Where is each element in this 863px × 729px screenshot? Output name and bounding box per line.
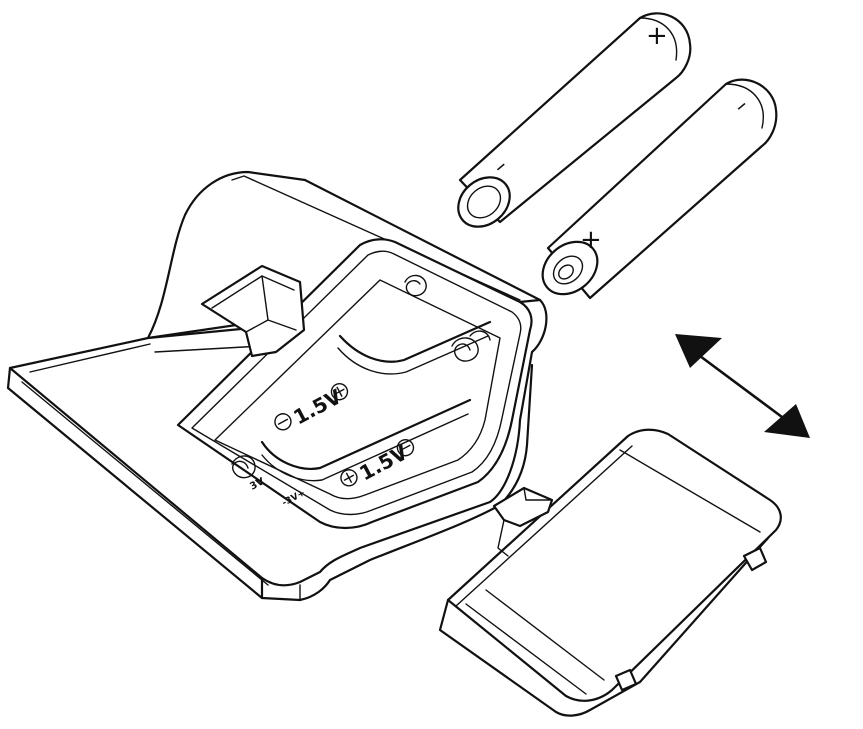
spring-contact-icon <box>231 274 491 479</box>
battery-compartment <box>176 238 533 530</box>
plus-sign-label: + <box>646 21 668 51</box>
minus-contact-icon <box>396 439 415 457</box>
double-arrow-icon <box>675 334 810 438</box>
plus-contact-icon <box>340 469 358 487</box>
battery-aa-lower: – + <box>541 78 778 300</box>
battery-cover <box>438 428 782 717</box>
plus-sign-label: + <box>580 225 602 255</box>
plus-contact-icon <box>330 383 349 401</box>
minus-contact-icon <box>274 413 292 431</box>
battery-aa-upper: + – <box>457 12 692 228</box>
